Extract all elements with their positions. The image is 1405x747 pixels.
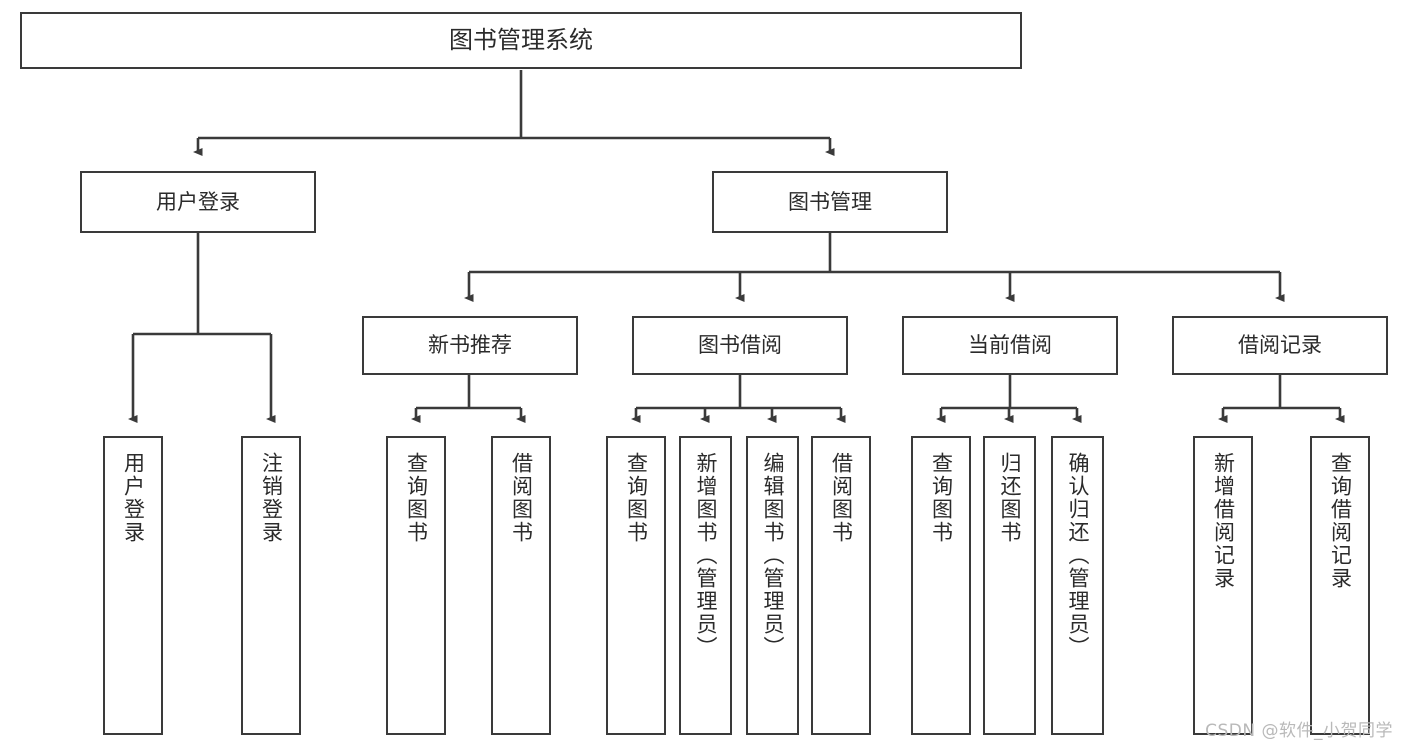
node-label: 借阅图书 [509,452,534,544]
node-label: 查询图书 [624,452,649,544]
node-label: 借阅图书 [829,452,854,544]
node-label: 图书管理系统 [449,26,593,55]
node-label: 用户登录 [121,452,146,544]
node-label: 图书借阅 [698,333,782,358]
node-label: 查询图书 [929,452,954,544]
node-leaf-borrow-query-book[interactable]: 查询图书 [606,436,666,735]
node-label: 注销登录 [259,452,284,544]
node-new-book-recommend[interactable]: 新书推荐 [362,316,578,375]
node-leaf-record-query-record[interactable]: 查询借阅记录 [1310,436,1370,735]
node-label: 查询图书 [404,452,429,544]
node-label: 归还图书 [998,452,1022,544]
node-leaf-user-login-signout[interactable]: 注销登录 [241,436,301,735]
node-label: 借阅记录 [1238,333,1322,358]
node-label: 用户登录 [156,189,240,214]
node-leaf-user-login-signin[interactable]: 用户登录 [103,436,163,735]
node-leaf-borrow-edit-book-admin[interactable]: 编辑图书（管理员） [746,436,799,735]
node-leaf-current-query-book[interactable]: 查询图书 [911,436,971,735]
node-label: 确认归还（管理员） [1066,452,1090,659]
node-leaf-current-confirm-return-admin[interactable]: 确认归还（管理员） [1051,436,1104,735]
node-leaf-new-book-borrow[interactable]: 借阅图书 [491,436,551,735]
node-current-borrow[interactable]: 当前借阅 [902,316,1118,375]
node-leaf-new-book-query[interactable]: 查询图书 [386,436,446,735]
node-label: 新增借阅记录 [1211,452,1236,590]
node-user-login[interactable]: 用户登录 [80,171,316,233]
node-label: 查询借阅记录 [1328,452,1353,590]
node-label: 图书管理 [788,189,872,214]
node-book-management[interactable]: 图书管理 [712,171,948,233]
node-root-book-management-system[interactable]: 图书管理系统 [20,12,1022,69]
node-borrow-record[interactable]: 借阅记录 [1172,316,1388,375]
node-leaf-record-add-record[interactable]: 新增借阅记录 [1193,436,1253,735]
node-label: 新书推荐 [428,333,512,358]
node-book-borrow[interactable]: 图书借阅 [632,316,848,375]
node-leaf-borrow-borrow-book[interactable]: 借阅图书 [811,436,871,735]
node-label: 当前借阅 [968,333,1052,358]
node-label: 编辑图书（管理员） [761,452,785,659]
node-leaf-current-return-book[interactable]: 归还图书 [983,436,1036,735]
node-label: 新增图书（管理员） [694,452,718,659]
node-leaf-borrow-add-book-admin[interactable]: 新增图书（管理员） [679,436,732,735]
